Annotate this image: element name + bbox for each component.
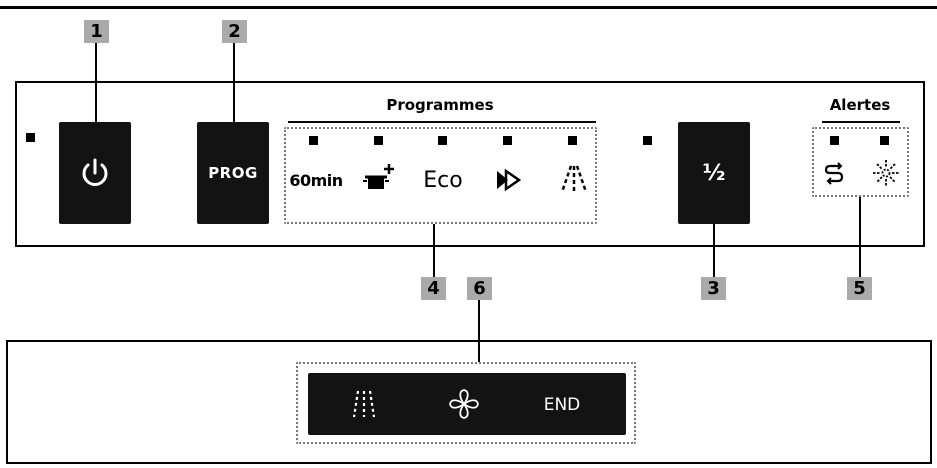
callout-3-line — [713, 224, 715, 277]
callout-3: 3 — [701, 277, 726, 300]
callout-5: 5 — [847, 277, 872, 300]
washing-spray-icon — [352, 390, 376, 418]
rinse-aid-icon — [873, 160, 899, 186]
callout-1-line — [95, 43, 97, 122]
status-washing — [344, 386, 384, 422]
alertes-header-rule — [822, 121, 900, 123]
drying-fan-icon — [449, 389, 479, 419]
alertes-group — [812, 127, 909, 197]
top-rule — [0, 6, 937, 9]
half-load-led — [643, 136, 652, 145]
programme-led-5 — [568, 136, 577, 145]
programmes-header-rule — [288, 121, 596, 123]
callout-4-line — [433, 224, 435, 277]
programme-eco[interactable]: Eco — [418, 163, 468, 197]
status-end: END — [530, 390, 594, 420]
programme-prerinse[interactable] — [554, 160, 594, 198]
power-icon — [82, 158, 108, 186]
programme-60min[interactable]: 60min — [288, 163, 344, 197]
alert-led-rinse — [880, 136, 889, 145]
status-drying — [444, 384, 484, 424]
fast-forward-icon — [497, 169, 522, 191]
eco-label: Eco — [423, 167, 463, 193]
alert-rinse — [870, 158, 902, 188]
half-load-button[interactable]: ½ — [678, 122, 750, 224]
half-load-label: ½ — [702, 160, 726, 186]
prog-button[interactable]: PROG — [197, 122, 269, 224]
programme-intensive[interactable] — [358, 160, 398, 196]
alert-salt — [820, 158, 850, 188]
callout-4: 4 — [421, 277, 446, 300]
callout-5-line — [859, 197, 861, 277]
60min-label: 60min — [289, 170, 343, 190]
pre-rinse-spray-icon — [560, 165, 588, 193]
power-button[interactable] — [59, 122, 131, 224]
callout-2: 2 — [222, 20, 247, 43]
power-led — [26, 133, 35, 142]
programmes-group — [284, 127, 597, 224]
intensive-pot-icon — [363, 164, 394, 189]
programme-led-1 — [309, 136, 318, 145]
programmes-header: Programmes — [386, 96, 494, 114]
callout-6: 6 — [467, 277, 492, 300]
status-display-group — [296, 362, 636, 444]
salt-refill-icon — [824, 162, 844, 185]
lower-panel — [6, 340, 932, 464]
prog-label: PROG — [208, 164, 258, 182]
end-label: END — [543, 395, 581, 415]
programme-led-4 — [503, 136, 512, 145]
programme-led-3 — [438, 136, 447, 145]
alertes-header: Alertes — [829, 96, 891, 114]
callout-6-line — [478, 300, 480, 362]
callout-2-line — [233, 43, 235, 122]
status-display — [308, 373, 626, 435]
alert-led-salt — [830, 136, 839, 145]
programme-quick[interactable] — [490, 163, 528, 197]
callout-1: 1 — [84, 20, 109, 43]
programme-led-2 — [374, 136, 383, 145]
control-panel — [15, 81, 925, 247]
